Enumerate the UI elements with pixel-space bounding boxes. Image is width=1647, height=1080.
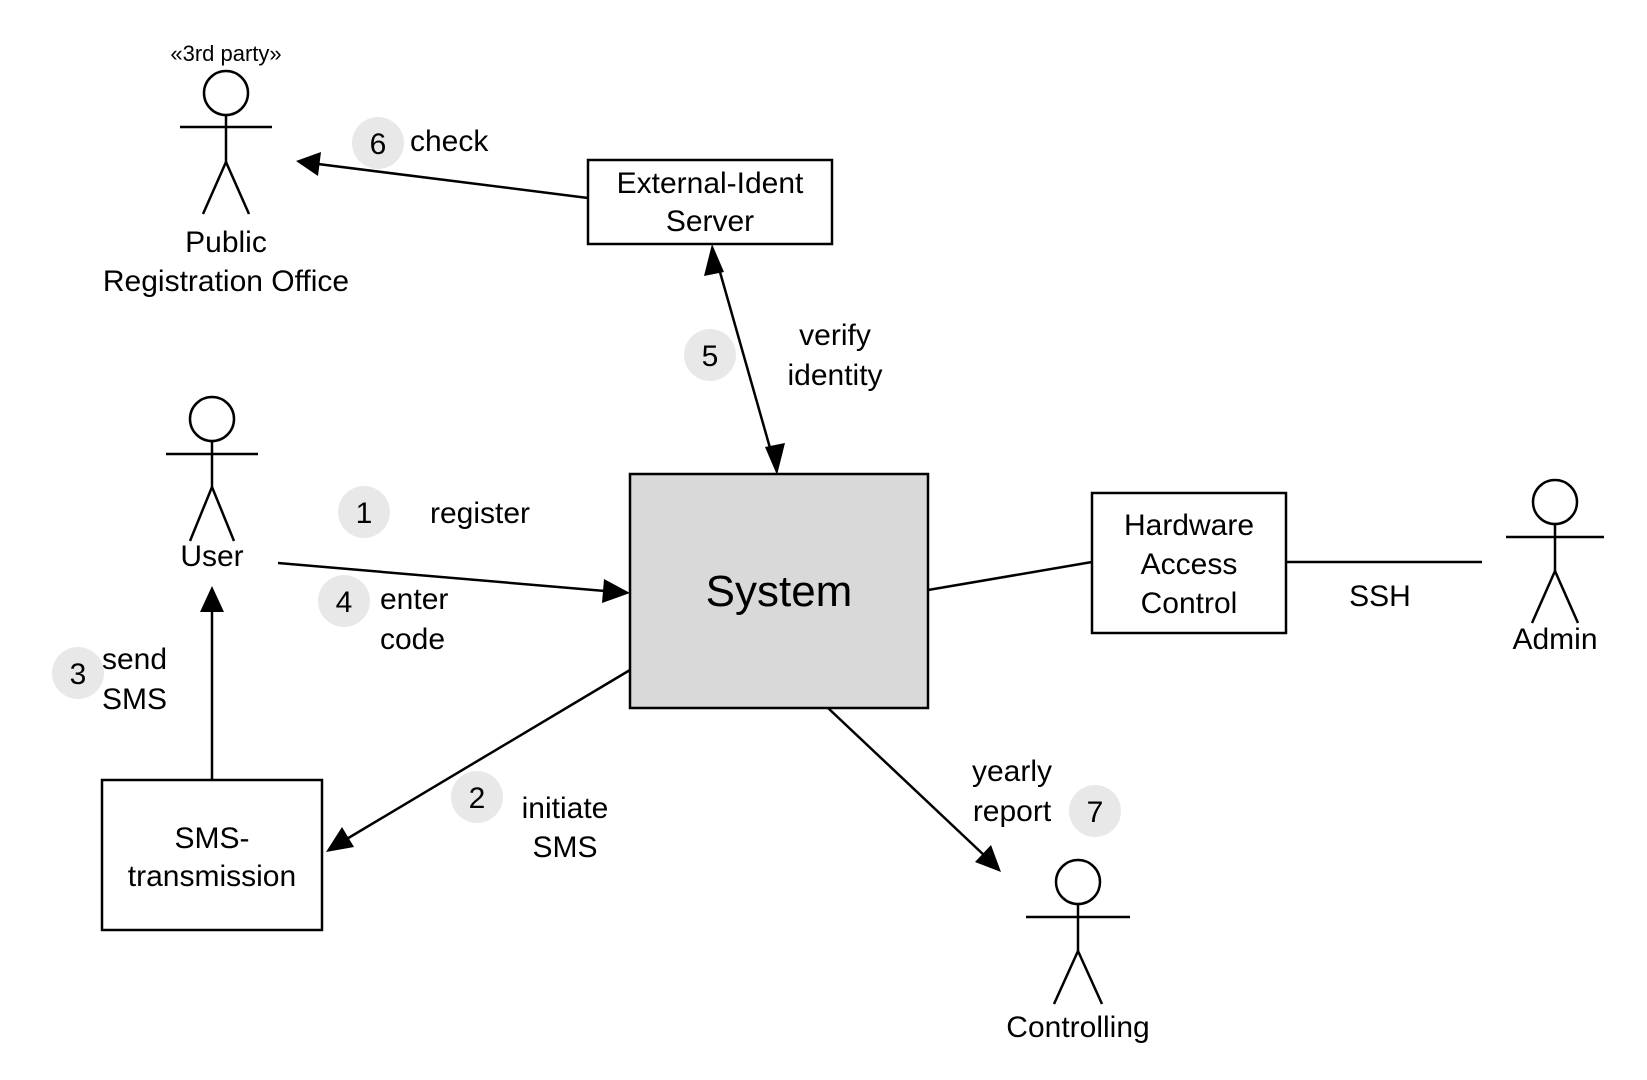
public-office-label-line2: Registration Office — [103, 265, 349, 298]
step-4-badge — [318, 575, 370, 627]
step-3-label-line2: SMS — [102, 683, 167, 716]
step-4-number: 4 — [336, 586, 353, 619]
external-ident-server-box[interactable]: External-Ident Server — [586, 158, 834, 246]
system-box[interactable]: System — [628, 472, 930, 710]
public-office-actor-icon[interactable] — [180, 69, 272, 215]
admin-actor-icon[interactable] — [1506, 478, 1604, 624]
step-4-label-line2: code — [380, 623, 445, 656]
edge-verify-identity — [716, 264, 774, 456]
arrowhead-verify-bottom — [765, 443, 785, 475]
step-1-label: register — [430, 497, 530, 530]
ssh-label: SSH — [1349, 580, 1411, 613]
edge-yearly-report — [827, 707, 987, 858]
step-5-label-line2: identity — [787, 359, 882, 392]
edge-register — [277, 561, 606, 593]
edge-system-hardware — [927, 560, 1093, 592]
arrowhead-check — [296, 152, 321, 176]
step-7-badge — [1069, 785, 1121, 837]
edge-check — [317, 162, 589, 200]
public-office-label-line1: Public — [185, 226, 267, 259]
system-label: System — [706, 567, 853, 616]
step-6-label: check — [410, 125, 489, 158]
hardware-access-control-box[interactable]: Hardware Access Control — [1090, 491, 1288, 635]
external-ident-line2: Server — [666, 205, 754, 238]
hardware-line2: Access — [1141, 548, 1238, 581]
arrowhead-initiate-sms — [326, 827, 354, 852]
step-7-label-line2: report — [973, 795, 1052, 828]
step-1-badge — [338, 486, 390, 538]
step-4-label-line1: enter — [380, 583, 448, 616]
step-3-label-line1: send — [102, 643, 167, 676]
hardware-line1: Hardware — [1124, 509, 1254, 542]
user-label: User — [180, 540, 243, 573]
step-2-number: 2 — [469, 782, 486, 815]
sms-transmission-box[interactable]: SMS- transmission — [100, 778, 324, 932]
step-3-badge — [52, 647, 104, 699]
edge-initiate-sms — [344, 668, 631, 842]
step-5-badge — [684, 329, 736, 381]
controlling-actor-icon[interactable] — [1026, 858, 1130, 1005]
step-6-badge — [352, 117, 404, 169]
arrowhead-send-sms — [200, 586, 224, 612]
hardware-line3: Control — [1141, 587, 1238, 620]
external-ident-line1: External-Ident — [617, 167, 804, 200]
step-1-number: 1 — [356, 497, 373, 530]
step-5-label-line1: verify — [799, 319, 871, 352]
step-7-label-line1: yearly — [972, 755, 1052, 788]
sms-line2: transmission — [128, 860, 296, 893]
user-actor-icon[interactable] — [166, 395, 258, 542]
public-office-stereotype: «3rd party» — [170, 41, 281, 66]
sms-line1: SMS- — [175, 822, 250, 855]
step-2-label-line2: SMS — [532, 831, 597, 864]
arrowhead-register — [602, 579, 630, 603]
step-5-number: 5 — [702, 340, 719, 373]
arrowhead-verify-top — [704, 244, 724, 276]
step-2-badge — [451, 771, 503, 823]
controlling-label: Controlling — [1006, 1011, 1149, 1044]
step-2-label-line1: initiate — [522, 792, 609, 825]
step-6-number: 6 — [370, 128, 387, 161]
step-3-number: 3 — [70, 658, 87, 691]
step-7-number: 7 — [1087, 796, 1104, 829]
arrowhead-yearly-report — [975, 845, 1001, 872]
admin-label: Admin — [1512, 623, 1597, 656]
